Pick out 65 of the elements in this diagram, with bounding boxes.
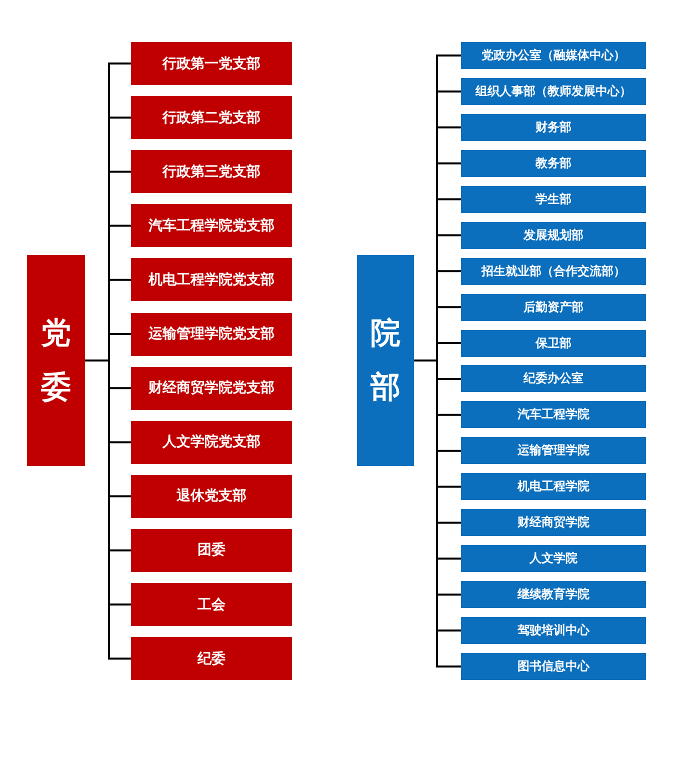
department-name: 人文学院: [530, 550, 578, 568]
department-name: 后勤资产部: [524, 298, 584, 316]
department-box: [461, 222, 646, 249]
department-box: [131, 150, 292, 194]
department-name: 财务部: [536, 118, 572, 136]
department-name: 汽车工程学院: [518, 406, 590, 424]
department-box: [131, 583, 292, 626]
department-name: 运输管理学院: [518, 442, 590, 460]
department-box: [461, 509, 646, 536]
department-box: [131, 204, 292, 248]
department-box: [131, 474, 292, 518]
department-box: [461, 150, 646, 177]
department-name: 汽车工程学院党支部: [148, 216, 274, 235]
department-name: 保卫部: [536, 334, 572, 352]
department-box: [131, 258, 292, 302]
organization-box: [357, 255, 414, 466]
department-name: 学生部: [536, 190, 572, 208]
organization-name: 党委: [41, 314, 71, 406]
department-name: 继续教育学院: [518, 586, 590, 604]
department-name: 人文学院党支部: [162, 433, 260, 452]
department-name: 行政第一党支部: [162, 54, 260, 72]
department-box: [461, 617, 646, 644]
department-name: 发展规划部: [524, 226, 584, 244]
department-name: 机电工程学院党支部: [148, 270, 274, 289]
department-box: [461, 652, 646, 680]
connector-line: [85, 360, 131, 660]
department-box: [461, 401, 646, 428]
department-name: 教务部: [536, 154, 572, 172]
department-box: [461, 365, 646, 392]
department-box: [131, 366, 292, 410]
department-box: [461, 114, 646, 141]
department-box: [461, 437, 646, 464]
department-name: 运输管理学院党支部: [148, 325, 274, 343]
department-name: 纪委办公室: [524, 370, 584, 388]
department-box: [461, 258, 646, 285]
department-box: [461, 78, 646, 105]
department-name: 财经商贸学院党支部: [148, 379, 274, 398]
department-box: [461, 186, 646, 213]
department-box: [131, 420, 292, 464]
department-box: [131, 42, 292, 85]
department-box: [461, 294, 646, 321]
department-box: [461, 473, 646, 500]
department-name: 行政第二党支部: [162, 108, 260, 127]
department-box: [461, 581, 646, 608]
department-name: 纪委: [198, 650, 226, 668]
department-name: 驾驶培训中心: [518, 622, 590, 640]
department-name: 招生就业部（合作交流部）: [482, 262, 626, 280]
department-box: [131, 528, 292, 572]
organization-name: 院部: [370, 314, 400, 406]
department-name: 图书信息中心: [518, 658, 590, 675]
department-name: 党政办公室（融媒体中心）: [482, 47, 626, 64]
department-box: [461, 42, 646, 69]
department-box: [461, 330, 646, 357]
department-box: [131, 96, 292, 140]
department-box: [461, 545, 646, 572]
department-box: [131, 312, 292, 356]
department-name: 机电工程学院: [518, 478, 590, 496]
department-name: 财经商贸学院: [518, 514, 590, 532]
department-box: [131, 637, 292, 680]
department-name: 团委: [198, 541, 226, 560]
organization-box: [27, 255, 85, 466]
department-name: 工会: [198, 596, 226, 614]
department-name: 退休党支部: [176, 487, 246, 506]
department-name: 行政第三党支部: [162, 162, 260, 181]
department-name: 组织人事部（教师发展中心）: [476, 82, 632, 100]
